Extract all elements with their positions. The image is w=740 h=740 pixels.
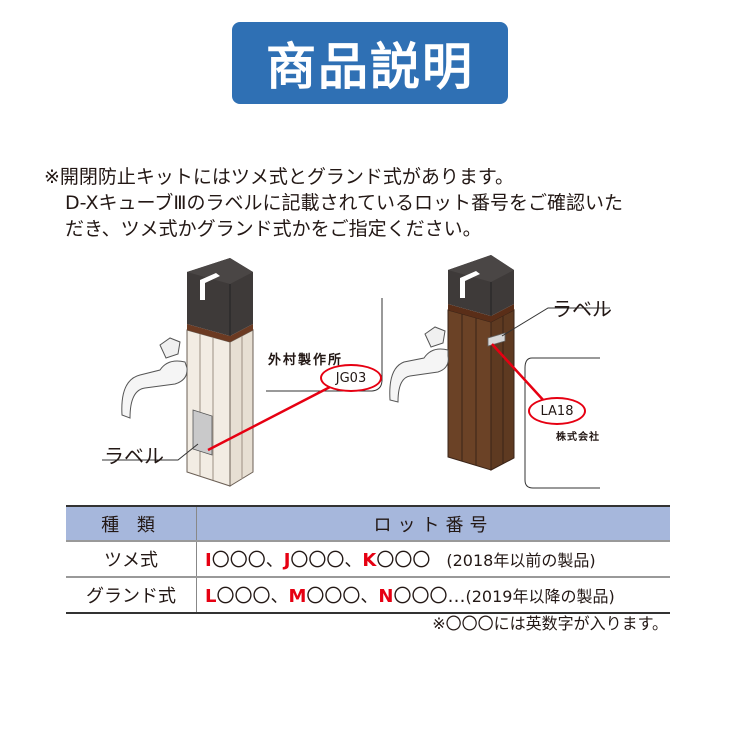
lot-badge-right: LA18 — [528, 397, 586, 425]
notice-line-1: ※開閉防止キットにはツメ式とグランド式があります。 — [44, 166, 515, 188]
table-header-row: 種 類 ロット番号 — [66, 506, 670, 541]
notice-line-2: D-XキューブⅢのラベルに記載されているロット番号をご確認いた — [65, 192, 623, 214]
illustrations: ラベル 外村製作所 JG03 ラベル LA18 株式会社 — [0, 250, 740, 500]
label-callout-left: ラベル — [104, 444, 164, 468]
notice-line-3: だき、ツメ式かグランド式かをご指定ください。 — [65, 218, 482, 240]
lot-placeholder: 〇〇〇、 — [290, 550, 363, 571]
header-lot-number: ロット番号 — [196, 506, 670, 541]
page-title: 商品説明 — [232, 22, 508, 104]
lot-prefix: N — [378, 586, 394, 607]
lot-prefix: K — [362, 550, 377, 571]
lot-note: (2018年以前の製品) — [430, 551, 596, 570]
label-callout-right: ラベル — [552, 297, 612, 321]
lot-placeholder: 〇〇〇、 — [306, 586, 379, 607]
maker-name-left: 外村製作所 — [268, 353, 344, 368]
lot-number-table: 種 類 ロット番号 ツメ式 I〇〇〇、J〇〇〇、K〇〇〇 (2018年以前の製品… — [66, 505, 670, 614]
table-row: ツメ式 I〇〇〇、J〇〇〇、K〇〇〇 (2018年以前の製品) — [66, 541, 670, 577]
lots-cell: L〇〇〇、M〇〇〇、N〇〇〇…(2019年以降の製品) — [197, 577, 671, 613]
lots-cell: I〇〇〇、J〇〇〇、K〇〇〇 (2018年以前の製品) — [197, 541, 671, 577]
lot-prefix: L — [205, 586, 217, 607]
lot-prefix: M — [288, 586, 307, 607]
lot-example-left: JG03 — [335, 370, 367, 386]
lot-prefix: J — [283, 550, 291, 571]
notice-text: ※開閉防止キットにはツメ式とグランド式があります。 D-XキューブⅢのラベルに記… — [44, 164, 684, 242]
lot-placeholder: 〇〇〇、 — [211, 550, 284, 571]
lot-placeholder: 〇〇〇 — [376, 550, 431, 571]
table-row: グランド式 L〇〇〇、M〇〇〇、N〇〇〇…(2019年以降の製品) — [66, 577, 670, 613]
lot-prefix: I — [205, 550, 212, 571]
lot-example-right: LA18 — [540, 403, 574, 419]
type-cell: グランド式 — [66, 577, 197, 613]
lot-placeholder: 〇〇〇、 — [216, 586, 289, 607]
lot-badge-left: JG03 — [320, 364, 382, 392]
lot-note: (2019年以降の製品) — [465, 587, 615, 606]
footnote: ※〇〇〇には英数字が入ります。 — [432, 614, 668, 633]
type-cell: ツメ式 — [66, 541, 197, 577]
maker-name-right: 株式会社 — [556, 432, 600, 443]
lot-placeholder: 〇〇〇… — [393, 586, 466, 607]
faucet-post-illustrations — [102, 255, 610, 489]
header-type: 種 類 — [66, 506, 197, 541]
